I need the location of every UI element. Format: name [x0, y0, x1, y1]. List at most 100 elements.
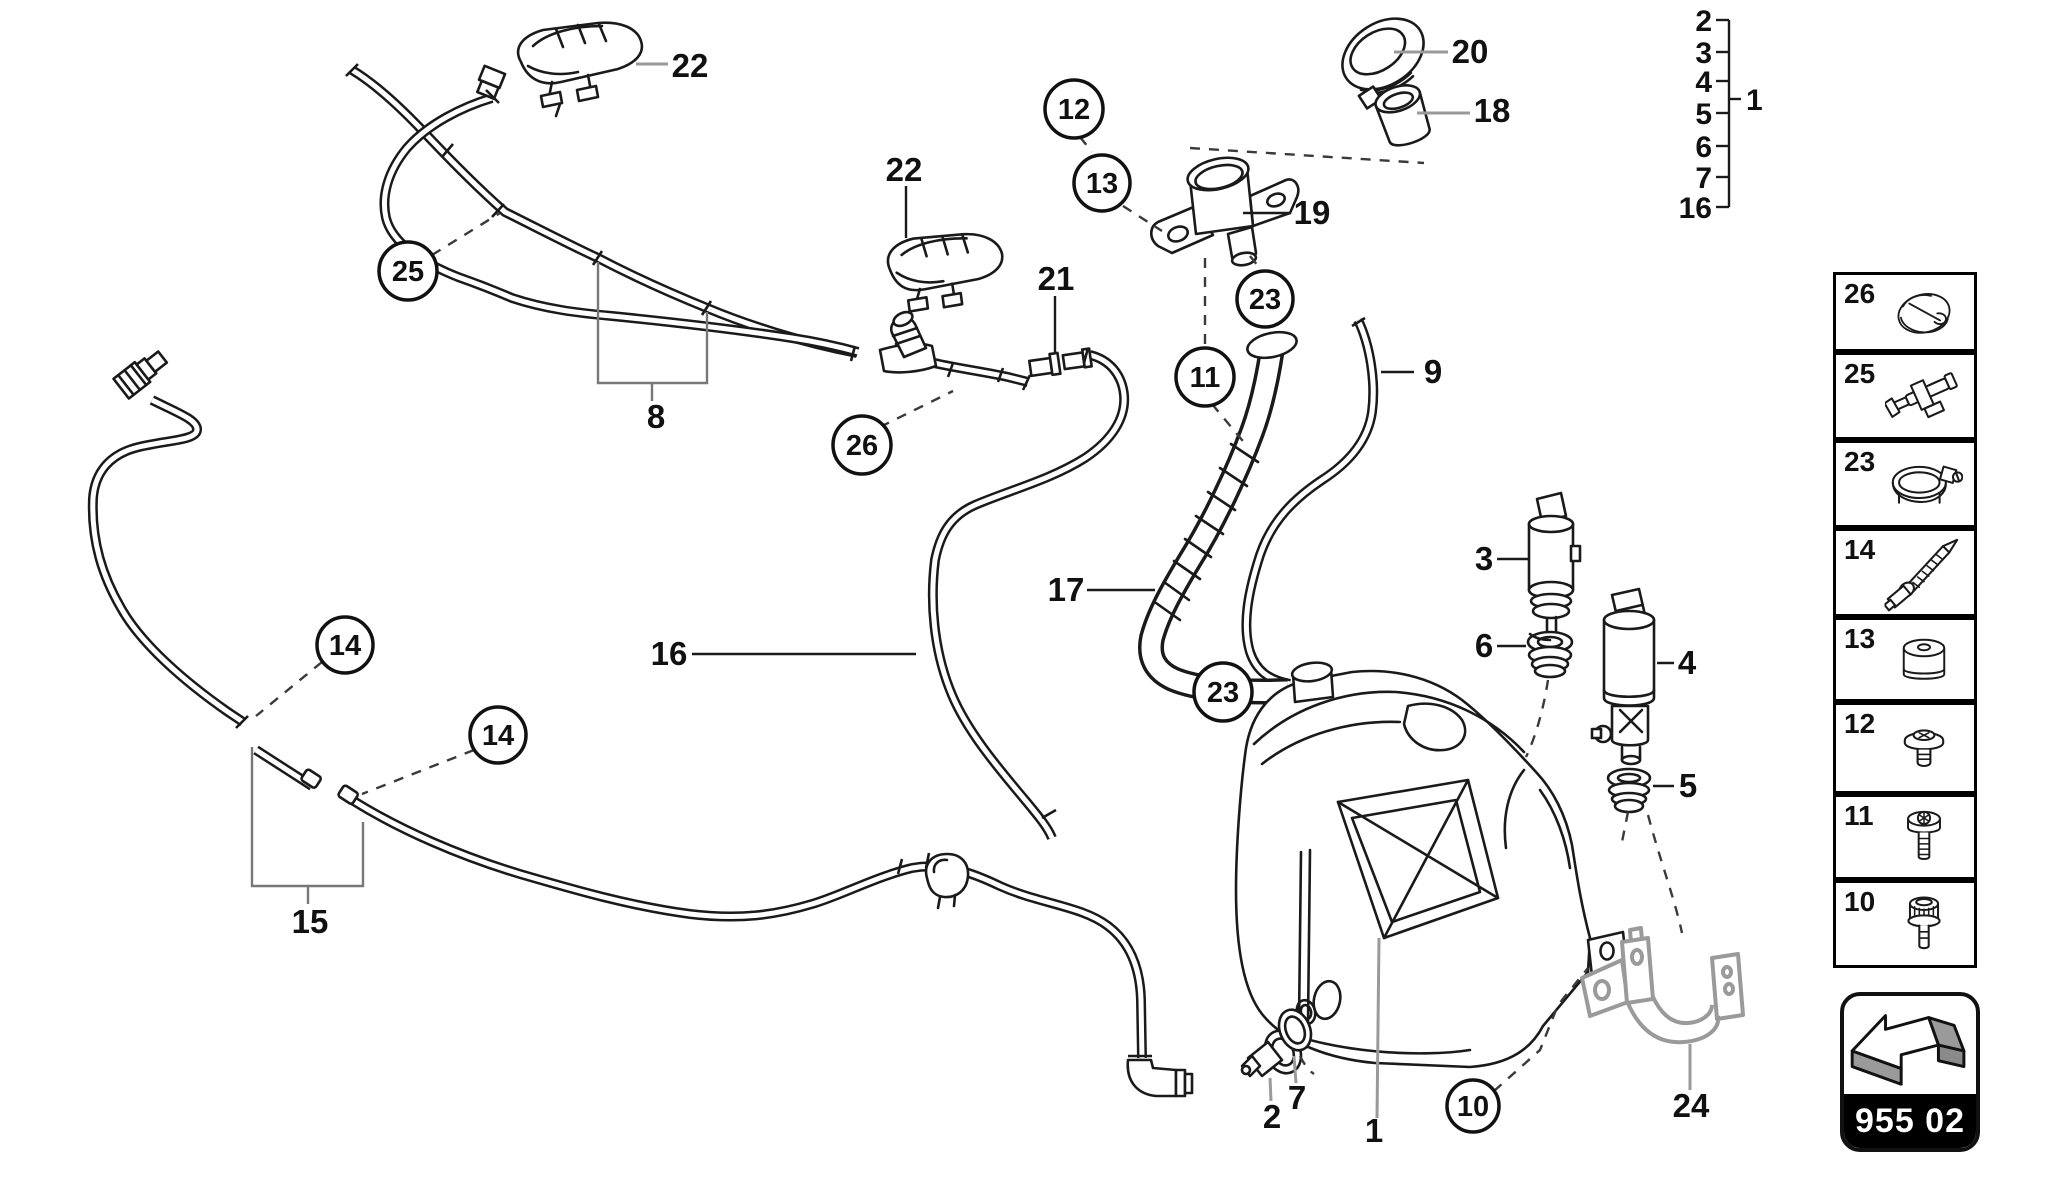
section-badge: 955 02 — [1840, 992, 1980, 1152]
nipple-fittings-15 — [300, 768, 359, 805]
circled-callout-25: 25 — [377, 240, 439, 302]
callout-1: 1 — [1365, 1112, 1383, 1149]
svg-text:10: 10 — [1457, 1091, 1489, 1123]
svg-text:14: 14 — [482, 720, 514, 752]
callout-18: 18 — [1474, 92, 1511, 129]
elbow-fitting — [1126, 1058, 1194, 1098]
svg-text:26: 26 — [846, 430, 878, 462]
hose-end-fitting — [476, 64, 507, 101]
circled-callout-10: 10 — [1445, 1078, 1501, 1134]
parts-box-10: 10 — [1833, 880, 1977, 968]
reference-item-4: 4 — [1695, 66, 1712, 99]
svg-text:12: 12 — [1058, 94, 1090, 126]
circled-callout-23: 23 — [1192, 661, 1254, 723]
middle-hose-16 — [927, 350, 1130, 841]
hose-tick-marks — [235, 63, 1366, 1058]
hose-connector-top-left — [112, 350, 169, 400]
reference-item-5: 5 — [1695, 98, 1712, 131]
flange-bolt-icon — [1878, 885, 1970, 963]
torx-bolt-icon — [1878, 799, 1970, 875]
parts-box-11: 11 — [1833, 794, 1977, 880]
parts-box-12: 12 — [1833, 702, 1977, 794]
circled-callout-12: 12 — [1043, 78, 1105, 140]
parts-box-ref: 23 — [1844, 446, 1876, 477]
circled-callout-14: 14 — [468, 705, 528, 765]
reference-item-6: 6 — [1695, 131, 1712, 164]
spacer-bushing-icon — [1878, 622, 1970, 697]
callout-22: 22 — [672, 47, 709, 84]
callout-21: 21 — [1038, 260, 1075, 297]
callout-3: 3 — [1475, 540, 1493, 577]
leader-lines — [250, 50, 1692, 1119]
circled-callout-14: 14 — [315, 615, 375, 675]
filler-neck-union-19 — [1149, 156, 1300, 267]
reference-group-label: 1 — [1746, 84, 1763, 117]
parts-box-ref: 13 — [1844, 623, 1876, 654]
callout-24: 24 — [1673, 1087, 1710, 1124]
washer-fluid-reservoir — [1234, 661, 1629, 1069]
barb-connector-icon — [1878, 533, 1970, 612]
reference-item-3: 3 — [1695, 37, 1712, 70]
parts-box-23: 23 — [1833, 440, 1977, 528]
svg-text:11: 11 — [1190, 362, 1221, 394]
headlamp-washer-pump-4 — [1590, 587, 1656, 766]
pump-grommet-6 — [1526, 630, 1574, 679]
circled-callout-11: 11 — [1174, 346, 1236, 408]
callout-15: 15 — [292, 903, 329, 940]
inline-connector-21 — [1027, 347, 1093, 378]
filler-bushing-18 — [1374, 84, 1431, 147]
hose-clamp-icon — [1878, 445, 1970, 523]
parts-box-ref: 26 — [1844, 278, 1876, 309]
washer-screw-icon — [1878, 708, 1970, 788]
parts-box-ref: 25 — [1844, 358, 1876, 389]
vent-hose-9 — [1241, 317, 1379, 689]
parts-box-ref: 12 — [1844, 708, 1876, 739]
reference-item-7: 7 — [1695, 162, 1712, 195]
mounting-bracket-24 — [1580, 926, 1745, 1045]
reference-item-2: 2 — [1695, 5, 1712, 38]
callout-17: 17 — [1048, 571, 1085, 608]
nozzle-hose-left — [379, 93, 860, 357]
parts-box-ref: 14 — [1844, 534, 1876, 565]
callout-2: 2 — [1263, 1098, 1281, 1135]
circled-callout-23: 23 — [1235, 269, 1295, 329]
tee-valve-icon — [1878, 357, 1970, 435]
grommet-cap-icon — [1878, 277, 1970, 347]
sensor-grommet-7 — [1277, 1008, 1315, 1075]
parts-box-26: 26 — [1833, 272, 1977, 352]
callout-4: 4 — [1678, 644, 1697, 681]
callout-6: 6 — [1475, 627, 1493, 664]
reference-item-16: 16 — [1679, 192, 1712, 225]
svg-text:14: 14 — [329, 630, 361, 662]
section-code: 955 02 — [1844, 1094, 1976, 1148]
callout-19: 19 — [1294, 194, 1331, 231]
svg-text:23: 23 — [1207, 677, 1239, 709]
parts-box-14: 14 — [1833, 528, 1977, 617]
branch-junction — [878, 310, 938, 374]
callout-7: 7 — [1288, 1079, 1306, 1116]
parts-box-ref: 11 — [1844, 800, 1874, 831]
washer-nozzle-right — [886, 232, 1004, 313]
parts-box-ref: 10 — [1844, 886, 1876, 917]
hose-clip — [924, 852, 970, 910]
dashed-leaders — [255, 136, 1684, 1092]
callout-20: 20 — [1452, 33, 1489, 70]
tank-cap-20 — [1341, 17, 1425, 110]
supply-hose-8 — [349, 65, 858, 358]
callout-5: 5 — [1679, 767, 1697, 804]
svg-text:25: 25 — [392, 256, 424, 288]
washer-pump-3 — [1527, 491, 1582, 644]
svg-text:13: 13 — [1086, 168, 1118, 200]
callout-16: 16 — [651, 635, 688, 672]
callout-8: 8 — [647, 398, 665, 435]
washer-nozzle-left — [516, 21, 644, 118]
pump-grommet-5 — [1606, 767, 1652, 814]
parts-box-25: 25 — [1833, 352, 1977, 440]
svg-text:23: 23 — [1249, 284, 1281, 316]
callout-22: 22 — [886, 151, 923, 188]
circled-callout-13: 13 — [1072, 153, 1132, 213]
callout-9: 9 — [1424, 353, 1442, 390]
